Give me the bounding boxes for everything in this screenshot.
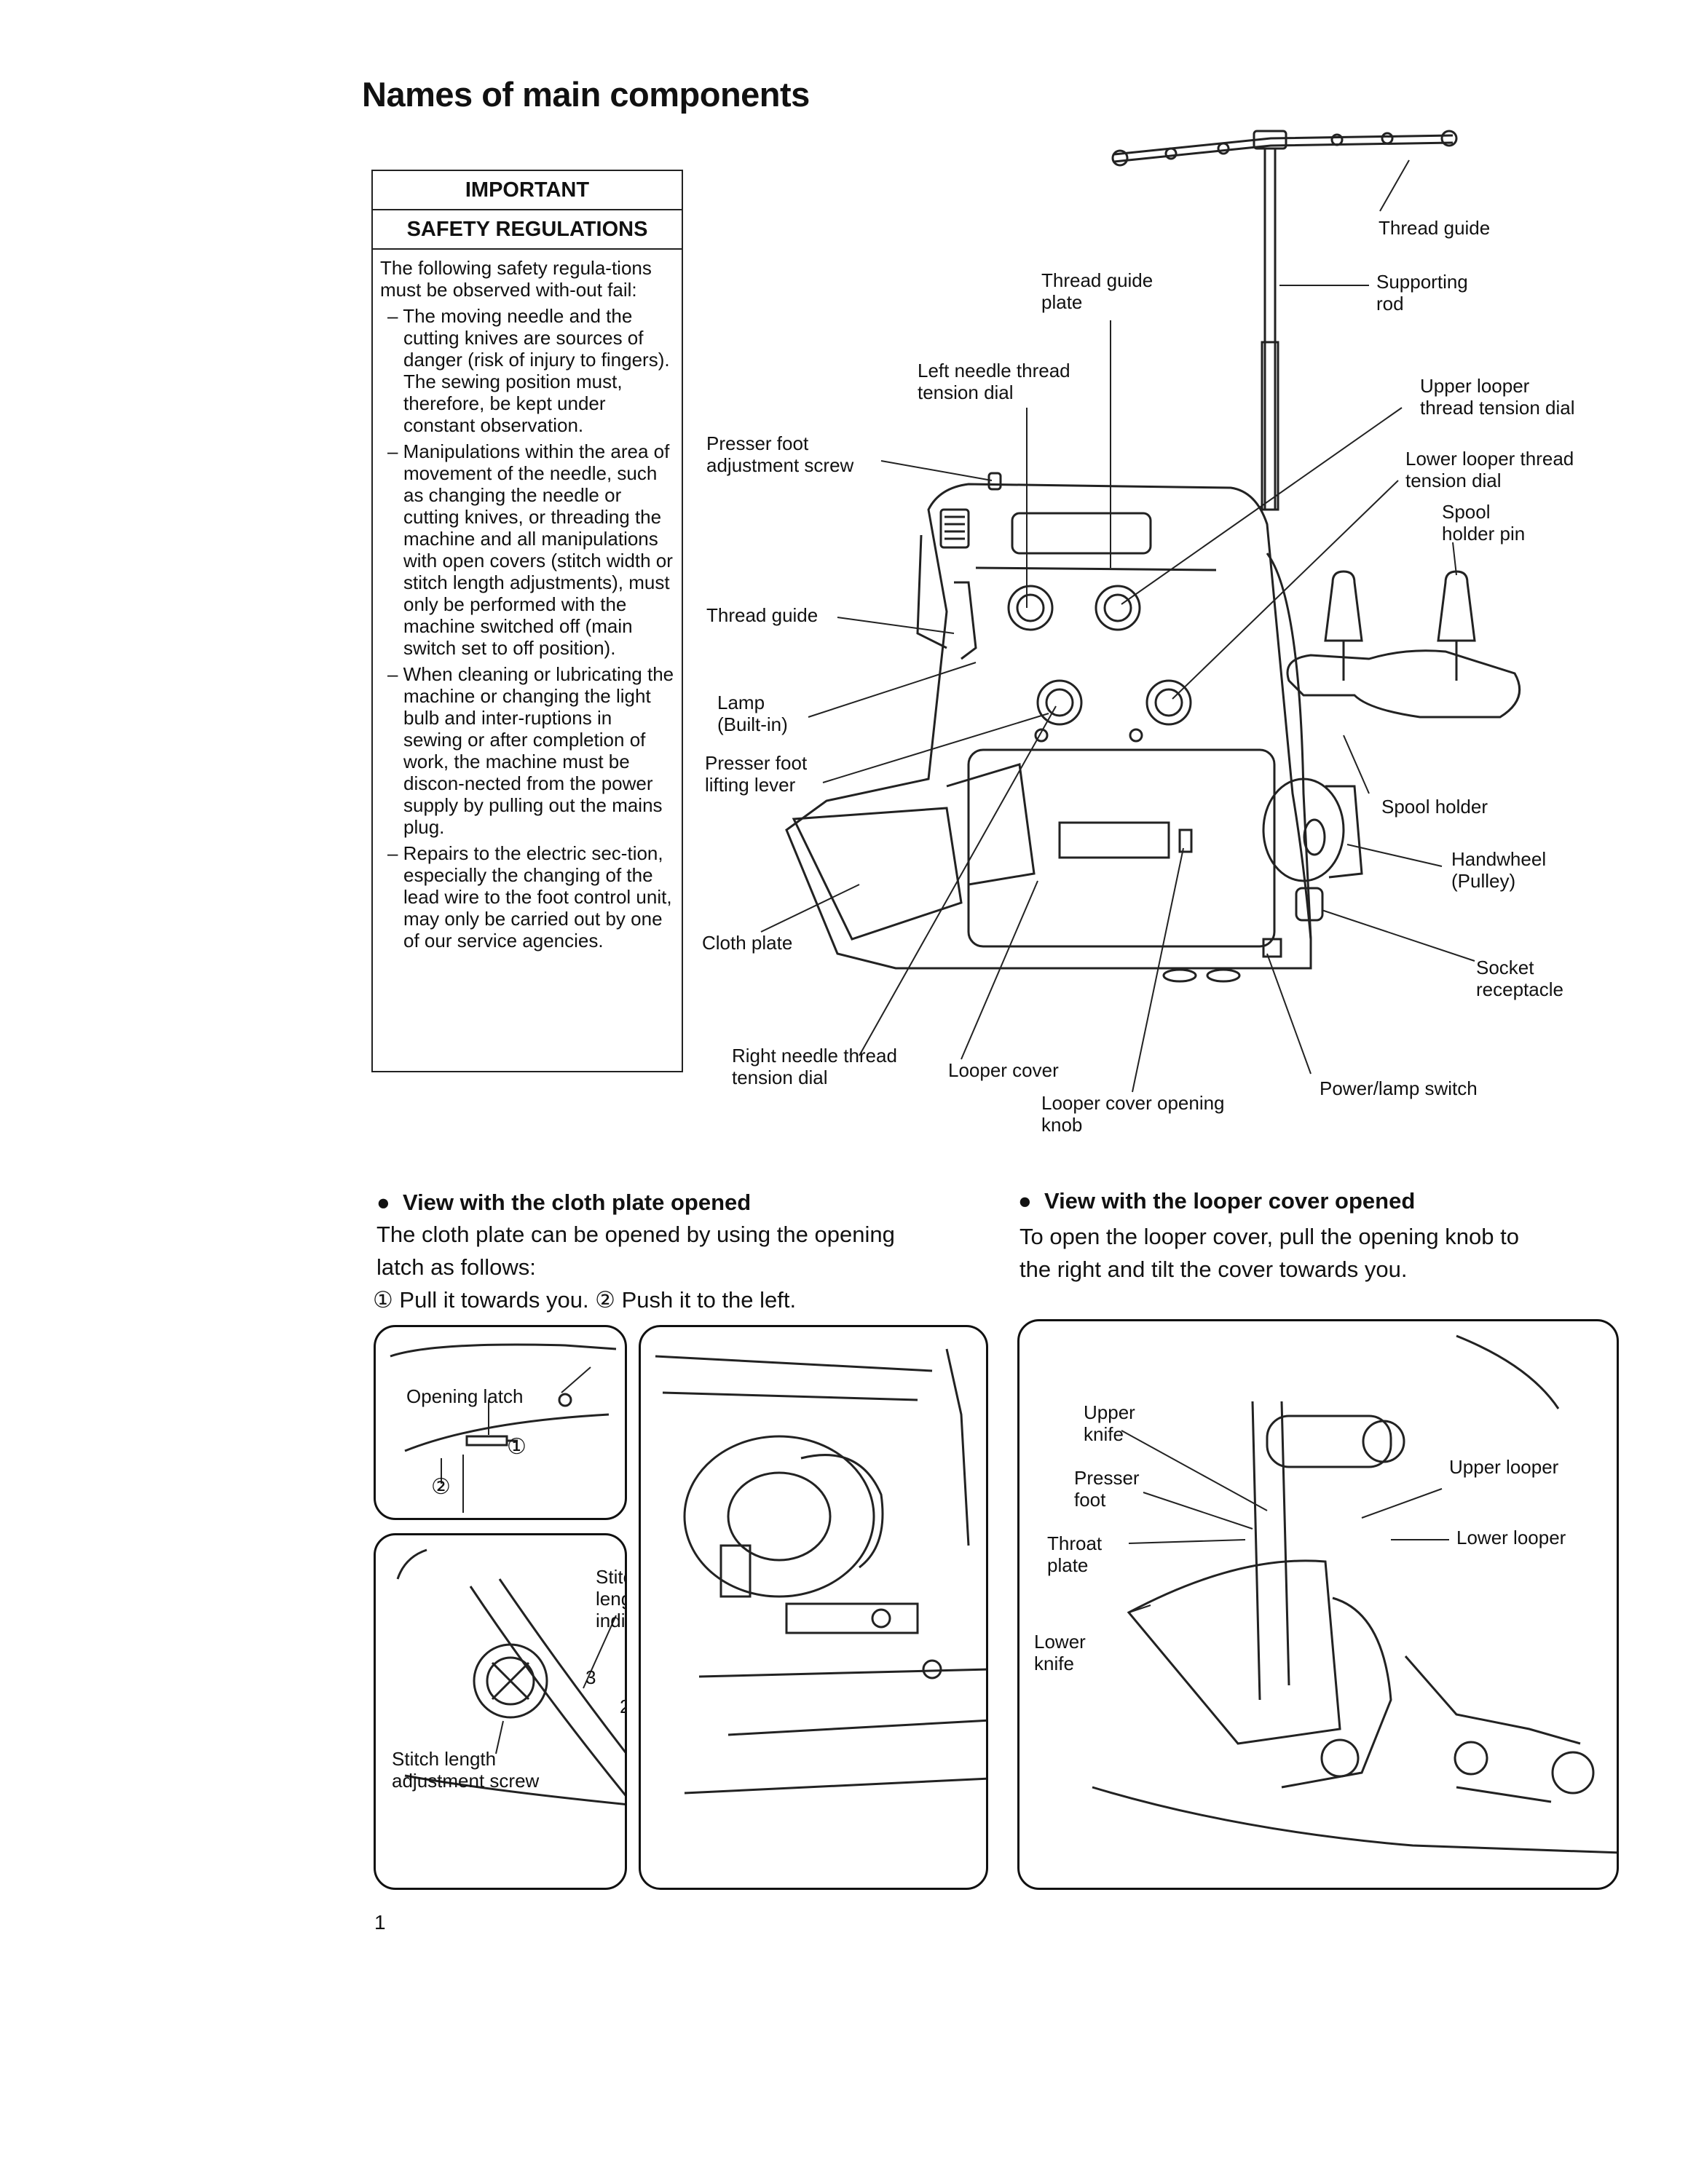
label-left-needle-dial: Left needle thread tension dial <box>918 360 1070 403</box>
thread-stand-drawing <box>1111 130 1458 511</box>
label-thread-guide-top: Thread guide <box>1379 217 1491 239</box>
opening-latch-drawing <box>390 1343 617 1513</box>
bullet-icon: ● <box>376 1190 403 1215</box>
label-upper-looper: Upper looper <box>1449 1456 1559 1478</box>
figure-looper-cover-opened: Upper knife Presser foot Throat plate Lo… <box>1017 1319 1619 1890</box>
label-socket-receptacle: Socket receptacle <box>1476 957 1563 1000</box>
label-handwheel: Handwheel (Pulley) <box>1451 848 1547 892</box>
safety-header-important: IMPORTANT <box>373 171 682 210</box>
label-thread-guide-plate: Thread guide plate <box>1041 269 1153 313</box>
bullet-icon: ● <box>1018 1188 1044 1214</box>
figure-stitch-length: Stitch length indicator Stitch length ad… <box>374 1533 627 1890</box>
section-right-line2: the right and tilt the cover towards you… <box>1019 1257 1408 1282</box>
safety-body: The following safety regula-tions must b… <box>373 250 682 951</box>
label-spool-holder-pin: Spool holder pin <box>1442 501 1526 545</box>
safety-item: – The moving needle and the cutting kniv… <box>387 305 670 436</box>
looper-detail-drawing <box>1092 1334 1617 1854</box>
scale-mark-2: 2 <box>620 1696 625 1717</box>
label-stitch-length-screw: Stitch length adjustment screw <box>392 1748 540 1792</box>
label-looper-cover-knob: Looper cover opening knob <box>1041 1092 1225 1136</box>
label-throat-plate: Throat plate <box>1047 1532 1103 1576</box>
label-lower-knife: Lower knife <box>1034 1631 1086 1674</box>
label-looper-cover: Looper cover <box>948 1059 1059 1081</box>
section-left-heading: ● View with the cloth plate opened <box>376 1190 751 1216</box>
label-supporting-rod: Supporting rod <box>1376 271 1468 314</box>
label-upper-looper-dial: Upper looper thread tension dial <box>1420 375 1575 419</box>
page-title: Names of main components <box>362 75 810 114</box>
label-spool-holder: Spool holder <box>1381 796 1488 818</box>
label-lower-looper-dial: Lower looper thread tension dial <box>1405 448 1574 491</box>
label-thread-guide-left: Thread guide <box>706 604 819 626</box>
safety-item: – Repairs to the electric sec-tion, espe… <box>387 842 672 951</box>
stitch-length-drawing <box>396 1548 625 1805</box>
figure-opening-latch: Opening latch ① ② <box>374 1325 627 1520</box>
spool-holder-drawing <box>1262 570 1521 958</box>
mark-2: ② <box>431 1475 451 1499</box>
safety-intro: The following safety regula-tions must b… <box>380 257 652 301</box>
section-right-title: View with the looper cover opened <box>1044 1188 1416 1214</box>
section-left-line1: The cloth plate can be opened by using t… <box>376 1222 895 1247</box>
section-left-title: View with the cloth plate opened <box>402 1190 752 1215</box>
label-lower-looper: Lower looper <box>1456 1527 1566 1548</box>
section-left-line2: latch as follows: <box>376 1254 536 1280</box>
scale-mark-3: 3 <box>585 1666 596 1688</box>
safety-item: – When cleaning or lubricating the machi… <box>387 663 674 838</box>
label-power-lamp-switch: Power/lamp switch <box>1320 1077 1478 1099</box>
label-stitch-length-indicator: Stitch length indicator <box>596 1566 626 1631</box>
safety-header-regulations: SAFETY REGULATIONS <box>373 210 682 250</box>
section-left-line3: ① Pull it towards you. ② Push it to the … <box>373 1287 797 1313</box>
label-cloth-plate: Cloth plate <box>702 932 793 954</box>
figure-mechanism-detail <box>639 1325 988 1890</box>
label-lamp: Lamp (Built-in) <box>717 692 788 735</box>
label-opening-latch: Opening latch <box>406 1385 524 1407</box>
safety-item: – Manipulations within the area of movem… <box>387 440 673 659</box>
machine-body-drawing <box>785 472 1312 983</box>
section-right-heading: ● View with the looper cover opened <box>1018 1188 1415 1214</box>
label-presser-foot: Presser foot <box>1074 1467 1140 1511</box>
safety-box: IMPORTANT SAFETY REGULATIONS The followi… <box>371 170 683 1072</box>
label-presser-foot-screw: Presser foot adjustment screw <box>706 432 854 476</box>
label-presser-foot-lever: Presser foot lifting lever <box>705 752 808 796</box>
section-right-line1: To open the looper cover, pull the openi… <box>1019 1224 1519 1249</box>
mark-1: ① <box>507 1435 526 1459</box>
page-number: 1 <box>374 1911 386 1934</box>
mechanism-detail-drawing <box>655 1348 986 1795</box>
label-upper-knife: Upper knife <box>1084 1401 1135 1445</box>
leader-lines <box>760 159 1475 1093</box>
label-right-needle-dial: Right needle thread tension dial <box>732 1045 897 1088</box>
